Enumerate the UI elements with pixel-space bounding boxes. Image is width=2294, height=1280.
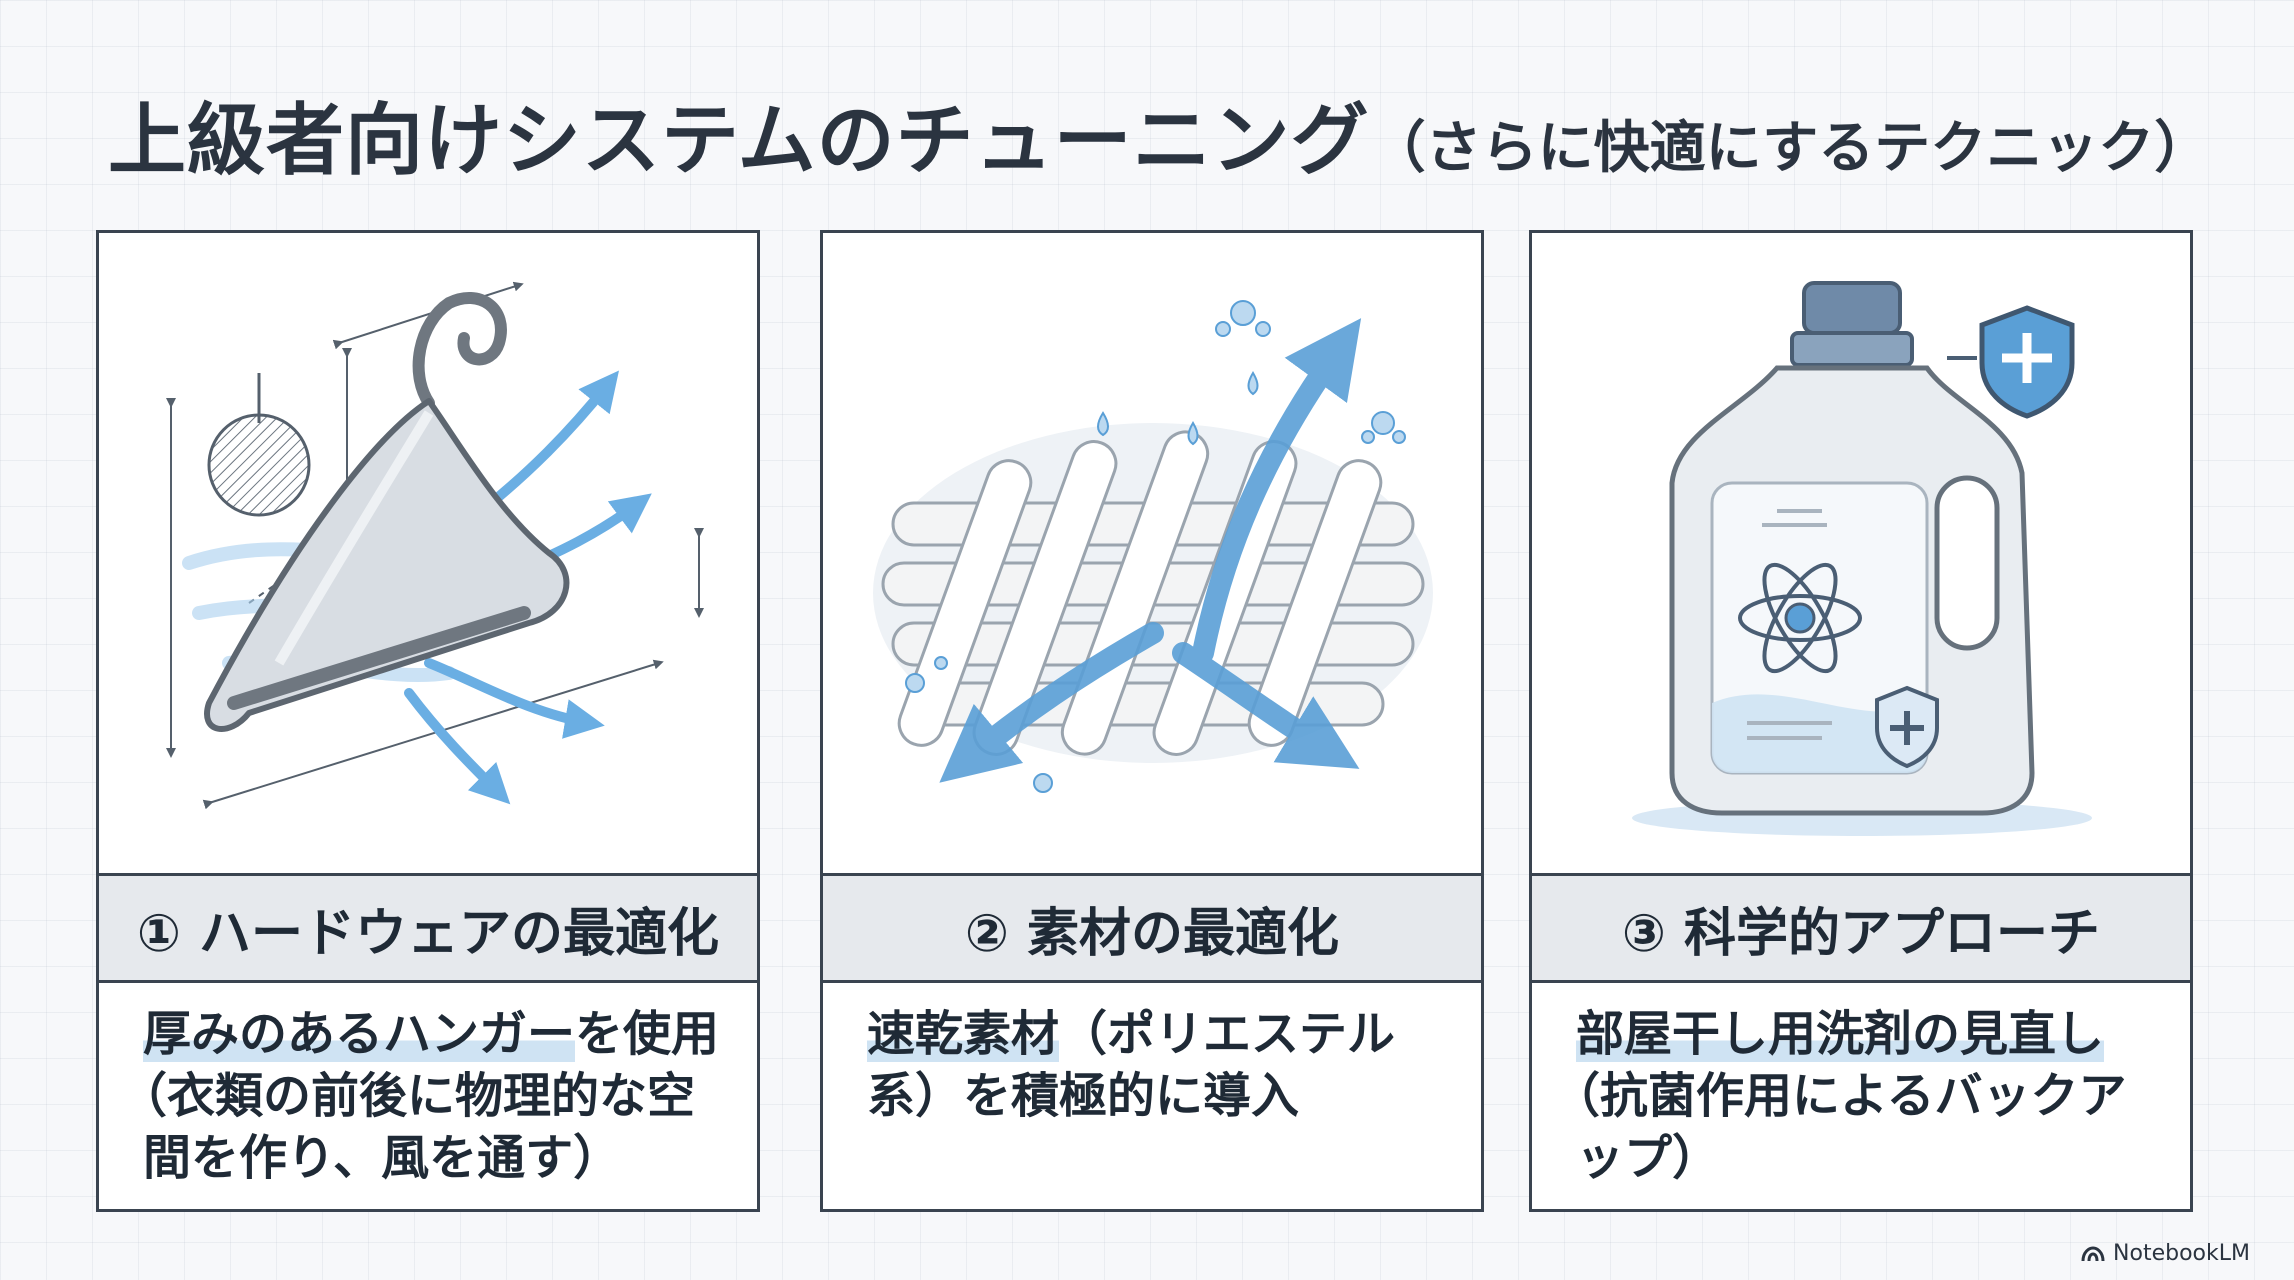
panel-body: 速乾素材（ポリエステル系）を積極的に導入: [867, 1003, 1457, 1127]
panel-highlight-text: 厚みのあるハンガー: [143, 1006, 576, 1062]
panel-hardware: ① ハードウェアの最適化 厚みのあるハンガーを使用 （衣類の前後に物理的な空間を…: [96, 230, 760, 1212]
panel-body: 部屋干し用洗剤の見直し （抗菌作用によるバックアップ）: [1552, 1003, 2166, 1189]
panel-main-text: （ポリエステル系）を積極的に導入: [867, 1006, 1396, 1124]
notebooklm-logo-icon: [2081, 1245, 2105, 1261]
slide-title-sub: （さらに快適にするテクニック）: [1369, 116, 2211, 181]
panel-material: ② 素材の最適化 速乾素材（ポリエステル系）を積極的に導入: [820, 230, 1484, 1212]
panel-body: 厚みのあるハンガーを使用 （衣類の前後に物理的な空間を作り、風を通す）: [119, 1003, 733, 1189]
slide-title-main: 上級者向けシステムのチューニング: [108, 96, 1370, 186]
slide-title: 上級者向けシステムのチューニング（さらに快適にするテクニック）: [108, 78, 2210, 190]
panel-heading: ② 素材の最適化: [823, 873, 1481, 983]
panel-paren-text: （衣類の前後に物理的な空間を作り、風を通す）: [119, 1068, 696, 1186]
panel-paren-text: （抗菌作用によるバックアップ）: [1552, 1068, 2127, 1186]
panel-heading: ③ 科学的アプローチ: [1532, 873, 2190, 983]
panel-highlight-text: 速乾素材: [867, 1006, 1060, 1062]
credit-label: NotebookLM: [2113, 1241, 2250, 1266]
notebooklm-credit: NotebookLM: [2081, 1241, 2250, 1266]
panel-main-text: を使用: [575, 1006, 720, 1062]
panel-highlight-text: 部屋干し用洗剤の見直し: [1576, 1006, 2105, 1062]
panel-heading: ① ハードウェアの最適化: [99, 873, 757, 983]
panel-science: ③ 科学的アプローチ 部屋干し用洗剤の見直し （抗菌作用によるバックアップ）: [1529, 230, 2193, 1212]
hanger-airflow-illustration: [166, 281, 704, 810]
fabric-weave-illustration: [873, 300, 1433, 793]
detergent-bottle-illustration: [1632, 281, 2092, 836]
